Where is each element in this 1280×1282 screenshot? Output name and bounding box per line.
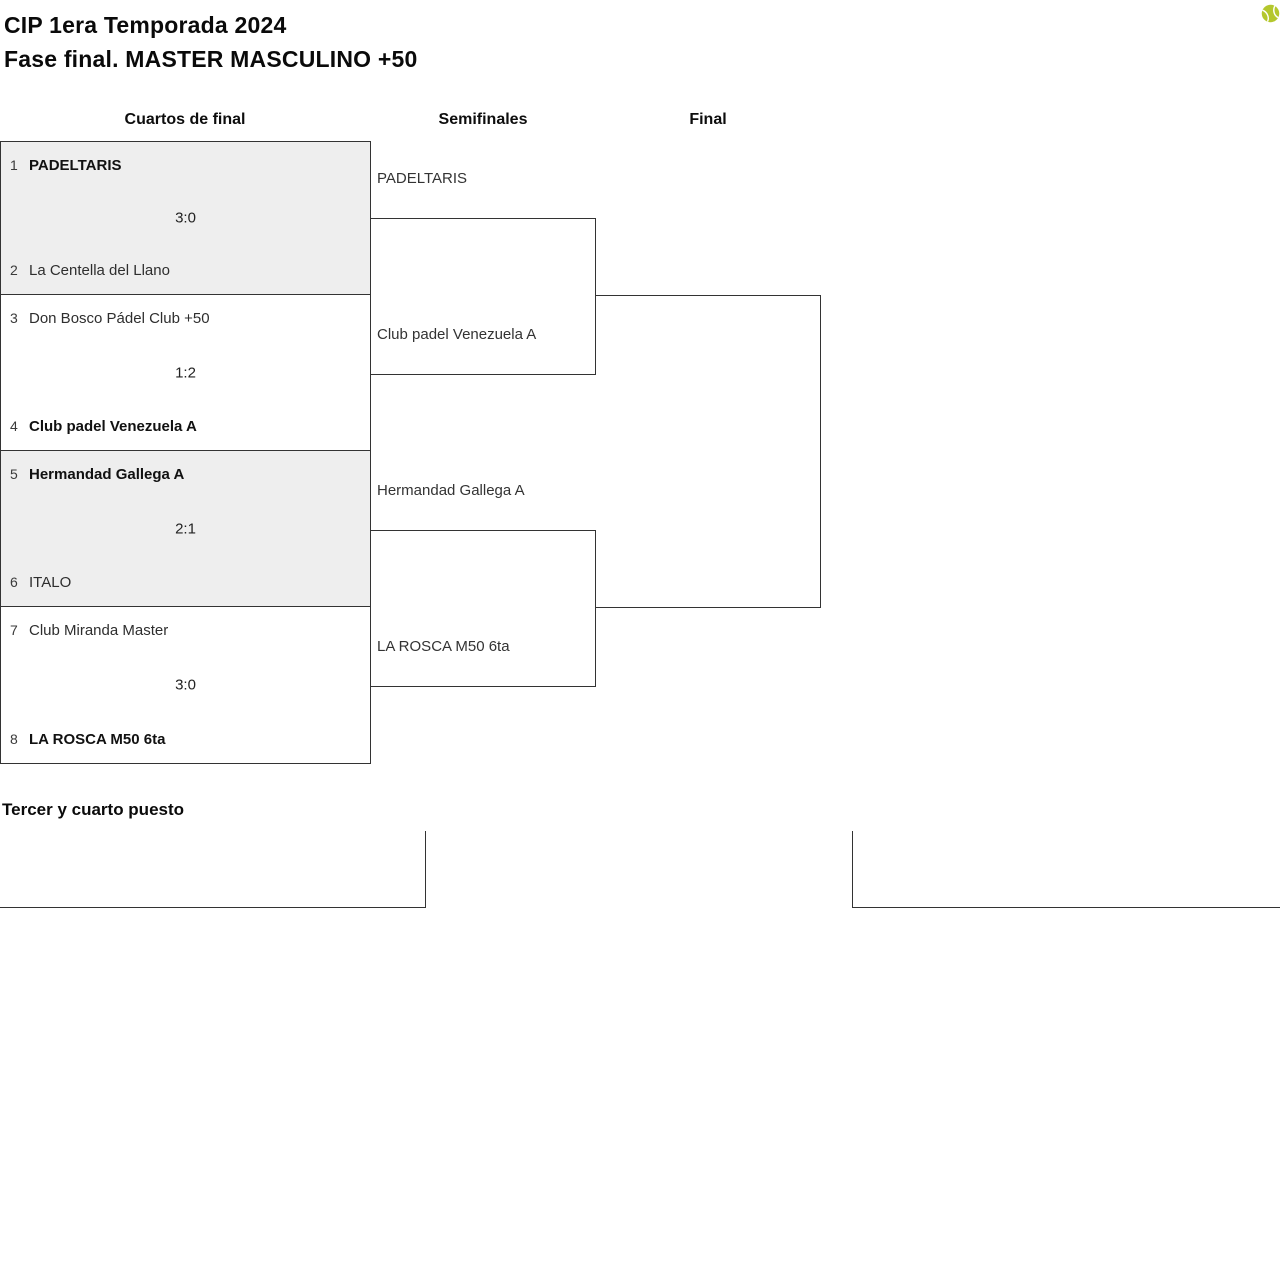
semifinal-connector-bottom bbox=[370, 530, 596, 687]
round-header-cuartos: Cuartos de final bbox=[124, 111, 246, 128]
team-name: Hermandad Gallega A bbox=[29, 466, 185, 483]
semifinal-connector-top bbox=[370, 218, 596, 375]
advancing-team-label: LA ROSCA M50 6ta bbox=[377, 638, 510, 655]
quarterfinal-match-2: 3 Don Bosco Pádel Club +50 1:2 4 Club pa… bbox=[0, 294, 371, 451]
page-title-line1: CIP 1era Temporada 2024 bbox=[4, 12, 287, 38]
advancing-team-label: Club padel Venezuela A bbox=[377, 326, 537, 343]
round-header-semifinales: Semifinales bbox=[438, 111, 528, 128]
third-place-heading: Tercer y cuarto puesto bbox=[2, 800, 185, 819]
seed-number: 1 bbox=[10, 157, 18, 173]
team-name: ITALO bbox=[29, 574, 72, 591]
quarterfinal-match-4: 7 Club Miranda Master 3:0 8 LA ROSCA M50… bbox=[0, 606, 371, 764]
advancing-team-label: Hermandad Gallega A bbox=[377, 482, 525, 499]
seed-number: 7 bbox=[10, 622, 18, 638]
round-header-final: Final bbox=[689, 111, 727, 128]
match-score: 3:0 bbox=[175, 676, 196, 694]
seed-number: 6 bbox=[10, 574, 18, 590]
team-name: Don Bosco Pádel Club +50 bbox=[29, 310, 210, 327]
seed-number: 5 bbox=[10, 466, 18, 482]
match-score: 2:1 bbox=[175, 520, 196, 537]
third-place-connector-left bbox=[0, 831, 426, 908]
match-team-row: 2 La Centella del Llano bbox=[10, 261, 362, 280]
match-team-row: 4 Club padel Venezuela A bbox=[10, 417, 362, 436]
seed-number: 2 bbox=[10, 262, 18, 278]
tennis-ball-icon bbox=[1261, 4, 1280, 23]
match-team-row: 6 ITALO bbox=[10, 573, 362, 592]
quarterfinal-match-1: 1 PADELTARIS 3:0 2 La Centella del Llano bbox=[0, 141, 371, 295]
advancing-team-label: PADELTARIS bbox=[377, 170, 468, 187]
seed-number: 4 bbox=[10, 418, 18, 434]
match-team-row: 7 Club Miranda Master bbox=[10, 621, 362, 640]
match-team-row: 1 PADELTARIS bbox=[10, 156, 362, 175]
quarterfinal-match-3: 5 Hermandad Gallega A 2:1 6 ITALO bbox=[0, 450, 371, 607]
final-connector bbox=[595, 295, 821, 608]
match-team-row: 5 Hermandad Gallega A bbox=[10, 465, 362, 484]
match-team-row: 3 Don Bosco Pádel Club +50 bbox=[10, 309, 362, 328]
third-place-connector-right bbox=[852, 831, 1280, 908]
seed-number: 3 bbox=[10, 310, 18, 326]
team-name: Club padel Venezuela A bbox=[29, 418, 197, 435]
match-score: 1:2 bbox=[175, 364, 196, 381]
team-name: La Centella del Llano bbox=[29, 262, 170, 279]
page-title: CIP 1era Temporada 2024 Fase final. MAST… bbox=[4, 8, 417, 76]
page-title-line2: Fase final. MASTER MASCULINO +50 bbox=[4, 46, 418, 72]
seed-number: 8 bbox=[10, 731, 18, 747]
team-name: LA ROSCA M50 6ta bbox=[29, 731, 166, 748]
team-name: Club Miranda Master bbox=[29, 622, 169, 639]
match-team-row: 8 LA ROSCA M50 6ta bbox=[10, 730, 362, 749]
match-score: 3:0 bbox=[175, 209, 196, 227]
team-name: PADELTARIS bbox=[29, 157, 122, 174]
